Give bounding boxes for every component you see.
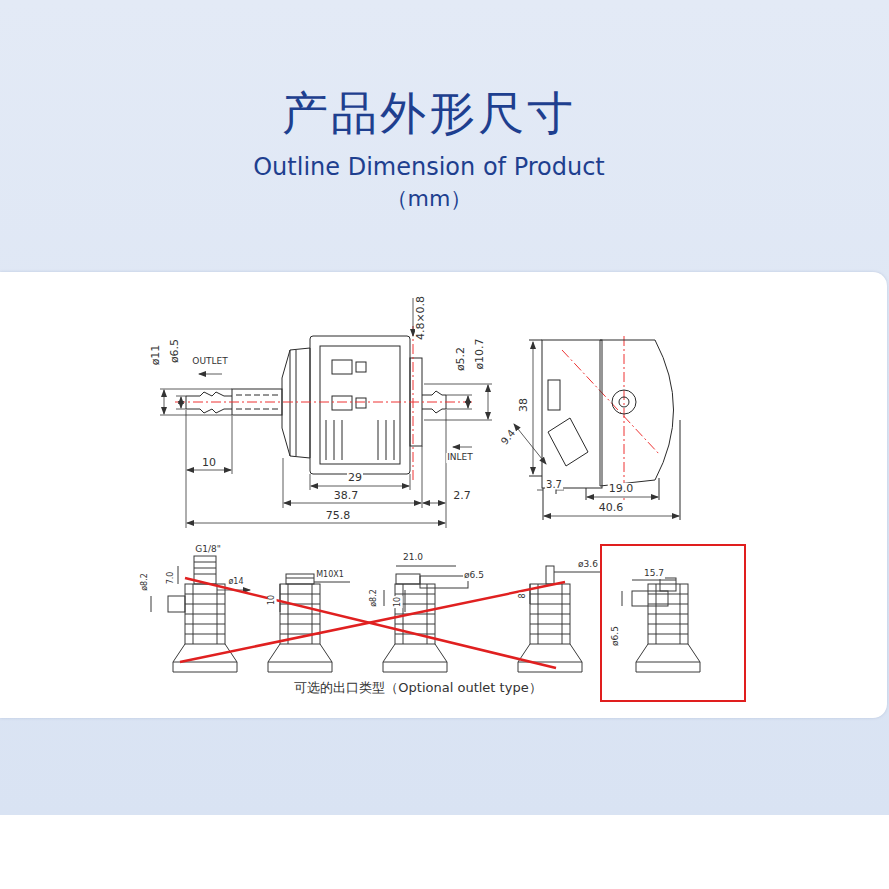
dimension-label: 3.7 [545, 479, 563, 490]
side-view [320, 346, 400, 464]
dimension-line [187, 470, 231, 471]
dimension-label: ø14 [227, 578, 244, 587]
outlet-fittings [151, 556, 700, 672]
side-view [282, 348, 310, 458]
outlet-fittings [420, 576, 468, 588]
dimension-line [488, 385, 489, 419]
dimension-label: ø5.2 [455, 346, 467, 372]
dimension-line [311, 486, 409, 487]
outlet-fittings [168, 596, 185, 612]
highlight-box: 15.7 ø6.5 [600, 544, 746, 702]
outlet-fittings [632, 591, 668, 606]
dimension-line [424, 384, 492, 420]
end-view [533, 342, 534, 474]
dimension-label: ø8.2 [141, 572, 150, 592]
dimension-line [160, 389, 232, 415]
outlet-fittings [286, 574, 314, 584]
end-view [544, 516, 679, 517]
end-view [529, 340, 680, 520]
dimension-label: ø10.7 [474, 337, 486, 370]
outlet-fittings [173, 584, 237, 672]
dimension-label: 29 [347, 472, 363, 484]
end-view [600, 340, 674, 486]
dimension-line [199, 374, 222, 375]
outlet-fittings [546, 566, 554, 584]
side-view [332, 360, 352, 374]
dimension-label: INLET [446, 453, 474, 463]
dimension-line [164, 390, 165, 414]
dimension-line [186, 410, 446, 528]
red-cross [180, 582, 565, 662]
red-cross [180, 578, 565, 668]
center-line [175, 402, 472, 403]
dimension-line [160, 298, 492, 528]
end-view [619, 397, 629, 407]
dimension-label: 2.7 [452, 490, 472, 502]
dimension-label: 4.8×0.8 [415, 295, 427, 341]
dimension-label: 10 [268, 594, 277, 606]
dimension-label: ø3.6 [577, 560, 599, 570]
outlet-fittings [518, 584, 582, 672]
side-view [186, 336, 446, 474]
dimension-line [284, 503, 421, 504]
outlet-fittings [194, 562, 216, 574]
page-title: 产品外形尺寸 [282, 88, 576, 139]
outlet-fittings [622, 580, 676, 606]
dimension-label: ø6.5 [169, 338, 181, 364]
dimension-label: 75.8 [325, 510, 352, 522]
outlet-fittings [268, 584, 332, 672]
center-line [413, 326, 414, 480]
dimension-label: ø6.5 [611, 625, 621, 647]
subtitle: （mm） [386, 187, 473, 211]
dimension-label: 10 [394, 596, 403, 608]
dimension-label: ø8.2 [370, 588, 379, 608]
outlet-fittings [151, 566, 178, 612]
center-line [562, 336, 660, 500]
dimension-label: 38.7 [333, 490, 360, 502]
dimension-line [187, 523, 445, 524]
outlet-fittings [280, 578, 350, 612]
dimension-line [468, 396, 469, 408]
dimension-label: ø6.5 [463, 571, 485, 581]
end-view [612, 390, 636, 414]
dimension-label: 10 [201, 457, 217, 469]
dimension-label: 38 [518, 397, 530, 413]
dimension-label: G1/8" [194, 545, 222, 555]
dimension-line [453, 447, 472, 448]
side-view [356, 398, 366, 408]
white-panel [0, 272, 887, 718]
dimension-line [423, 503, 445, 504]
side-view [356, 362, 366, 372]
outlet-fittings [396, 574, 420, 584]
end-view [514, 424, 546, 464]
subtitle: Outline Dimension of Product [253, 154, 605, 180]
end-view [542, 340, 602, 488]
dimension-label: M10X1 [315, 571, 345, 580]
side-view [326, 420, 394, 460]
dimension-label: OUTLET [191, 357, 228, 367]
outlet-fittings [384, 566, 456, 612]
dimension-label: 21.0 [402, 553, 424, 563]
dimension-line [181, 397, 182, 408]
caption-note: 可选的出口类型（Optional outlet type） [293, 681, 542, 695]
end-view [548, 380, 560, 410]
dimension-label: 40.6 [598, 502, 625, 514]
end-view [537, 490, 564, 491]
end-view [587, 497, 658, 498]
dimension-label: 8 [519, 592, 528, 599]
center-line [175, 326, 660, 500]
end-view [548, 418, 588, 466]
dimension-label: 7.0 [167, 571, 176, 586]
side-view [310, 336, 410, 474]
side-view [332, 396, 352, 410]
end-view [514, 340, 680, 520]
dimension-label: 19.0 [608, 483, 635, 495]
dimension-label: 15.7 [643, 569, 665, 579]
dimension-label: ø11 [150, 344, 162, 367]
dimension-line [413, 298, 414, 336]
